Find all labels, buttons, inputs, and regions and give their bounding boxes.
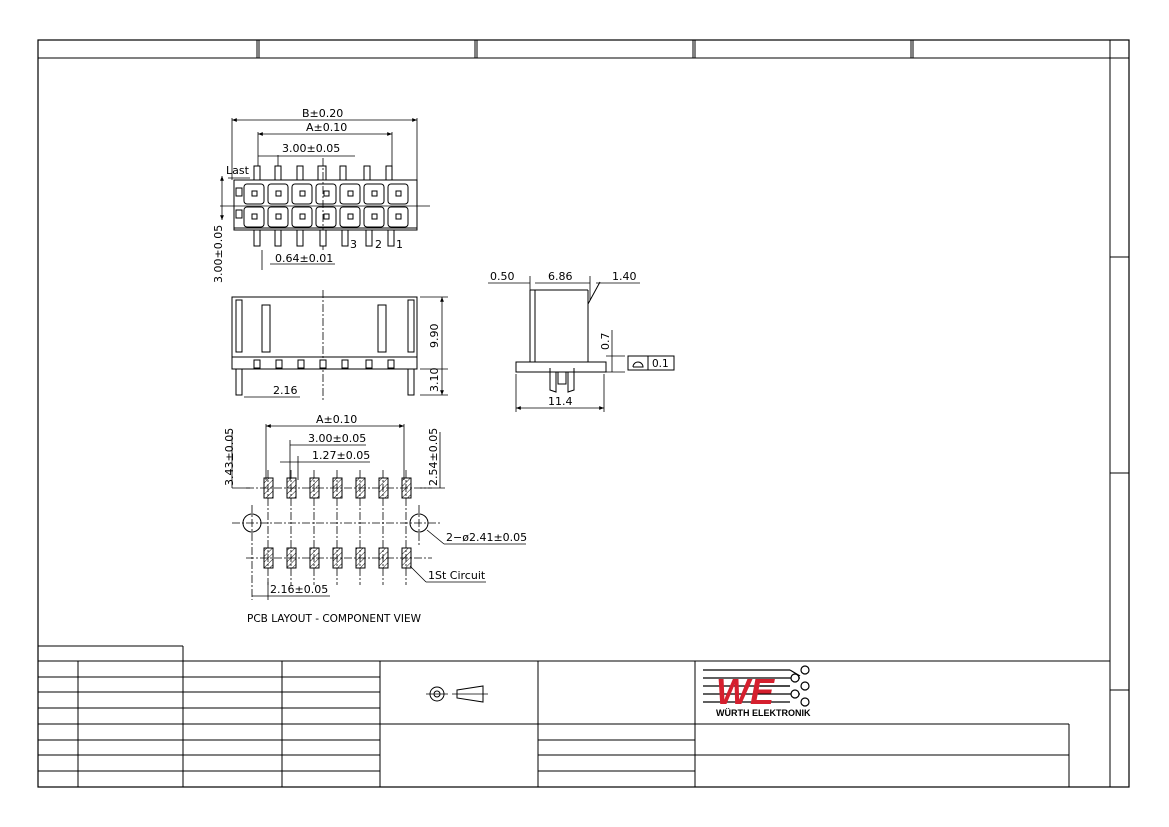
dim-right-label: 1.40 — [612, 270, 637, 283]
last-pin-label: Last — [226, 164, 250, 177]
wurth-elektronik-logo: WE WÜRTH ELEKTRONIK — [703, 665, 811, 718]
dim-body-label: 6.86 — [548, 270, 573, 283]
flatness-value: 0.1 — [652, 358, 669, 370]
dim-pitch-label: 3.00±0.05 — [282, 142, 340, 155]
pcb-dim-a-label: A±0.10 — [316, 413, 357, 426]
pcb-dim-right-offset-label: 2.54±0.05 — [427, 428, 440, 486]
dim-a-label: A±0.10 — [306, 121, 347, 134]
pin-number-1: 1 — [396, 238, 403, 251]
flatness-tolerance-frame: 0.1 — [627, 355, 675, 371]
first-circuit-label: 1St Circuit — [428, 569, 486, 582]
mounting-hole-left — [242, 513, 262, 533]
drawing-frame — [37, 39, 1130, 788]
dim-tail-label: 3.10 — [428, 368, 441, 393]
dim-height-label: 9.90 — [428, 324, 441, 349]
connector-top-view: B±0.20 A±0.10 3.00±0.05 Last — [212, 107, 430, 283]
dim-left-label: 0.50 — [490, 270, 515, 283]
pad-row-top — [263, 477, 412, 499]
pin-number-2: 2 — [375, 238, 382, 251]
dim-depth-label: 11.4 — [548, 395, 573, 408]
pin-number-3: 3 — [350, 238, 357, 251]
connector-front-view: 9.90 3.10 2.16 — [231, 290, 448, 400]
cavity-row-bottom — [243, 206, 409, 228]
dim-b-label: B±0.20 — [302, 107, 343, 120]
dim-step-label: 0.7 — [599, 333, 612, 351]
pcb-dim-pad-label: 1.27±0.05 — [312, 449, 370, 462]
company-name: WÜRTH ELEKTRONIK — [716, 708, 811, 718]
pcb-layout-caption: PCB LAYOUT - COMPONENT VIEW — [247, 613, 422, 625]
dim-pin-width-label: 0.64±0.01 — [275, 252, 333, 265]
pcb-dim-left-offset-label: 3.43±0.05 — [223, 428, 236, 486]
logo-letters: WE — [716, 671, 775, 712]
third-angle-projection-icon — [426, 685, 488, 703]
dim-row-pitch-label: 3.00±0.05 — [212, 225, 225, 283]
title-block: WE WÜRTH ELEKTRONIK — [38, 645, 1110, 787]
pad-row-bottom — [263, 547, 412, 569]
pcb-dim-bottom-label: 2.16±0.05 — [270, 583, 328, 596]
profile-surface-icon — [632, 361, 644, 368]
pcb-layout: A±0.10 3.00±0.05 1.27±0.05 3.43±0.05 2.5… — [223, 413, 527, 625]
pcb-dim-pitch-label: 3.00±0.05 — [308, 432, 366, 445]
mounting-hole-right — [409, 513, 429, 533]
cavity-row-top — [243, 183, 409, 205]
pcb-dim-hole-label: 2−ø2.41±0.05 — [446, 531, 527, 544]
dim-offset-label: 2.16 — [273, 384, 298, 397]
connector-side-view: 0.50 6.86 1.40 0.7 0.1 11.4 — [488, 270, 675, 412]
